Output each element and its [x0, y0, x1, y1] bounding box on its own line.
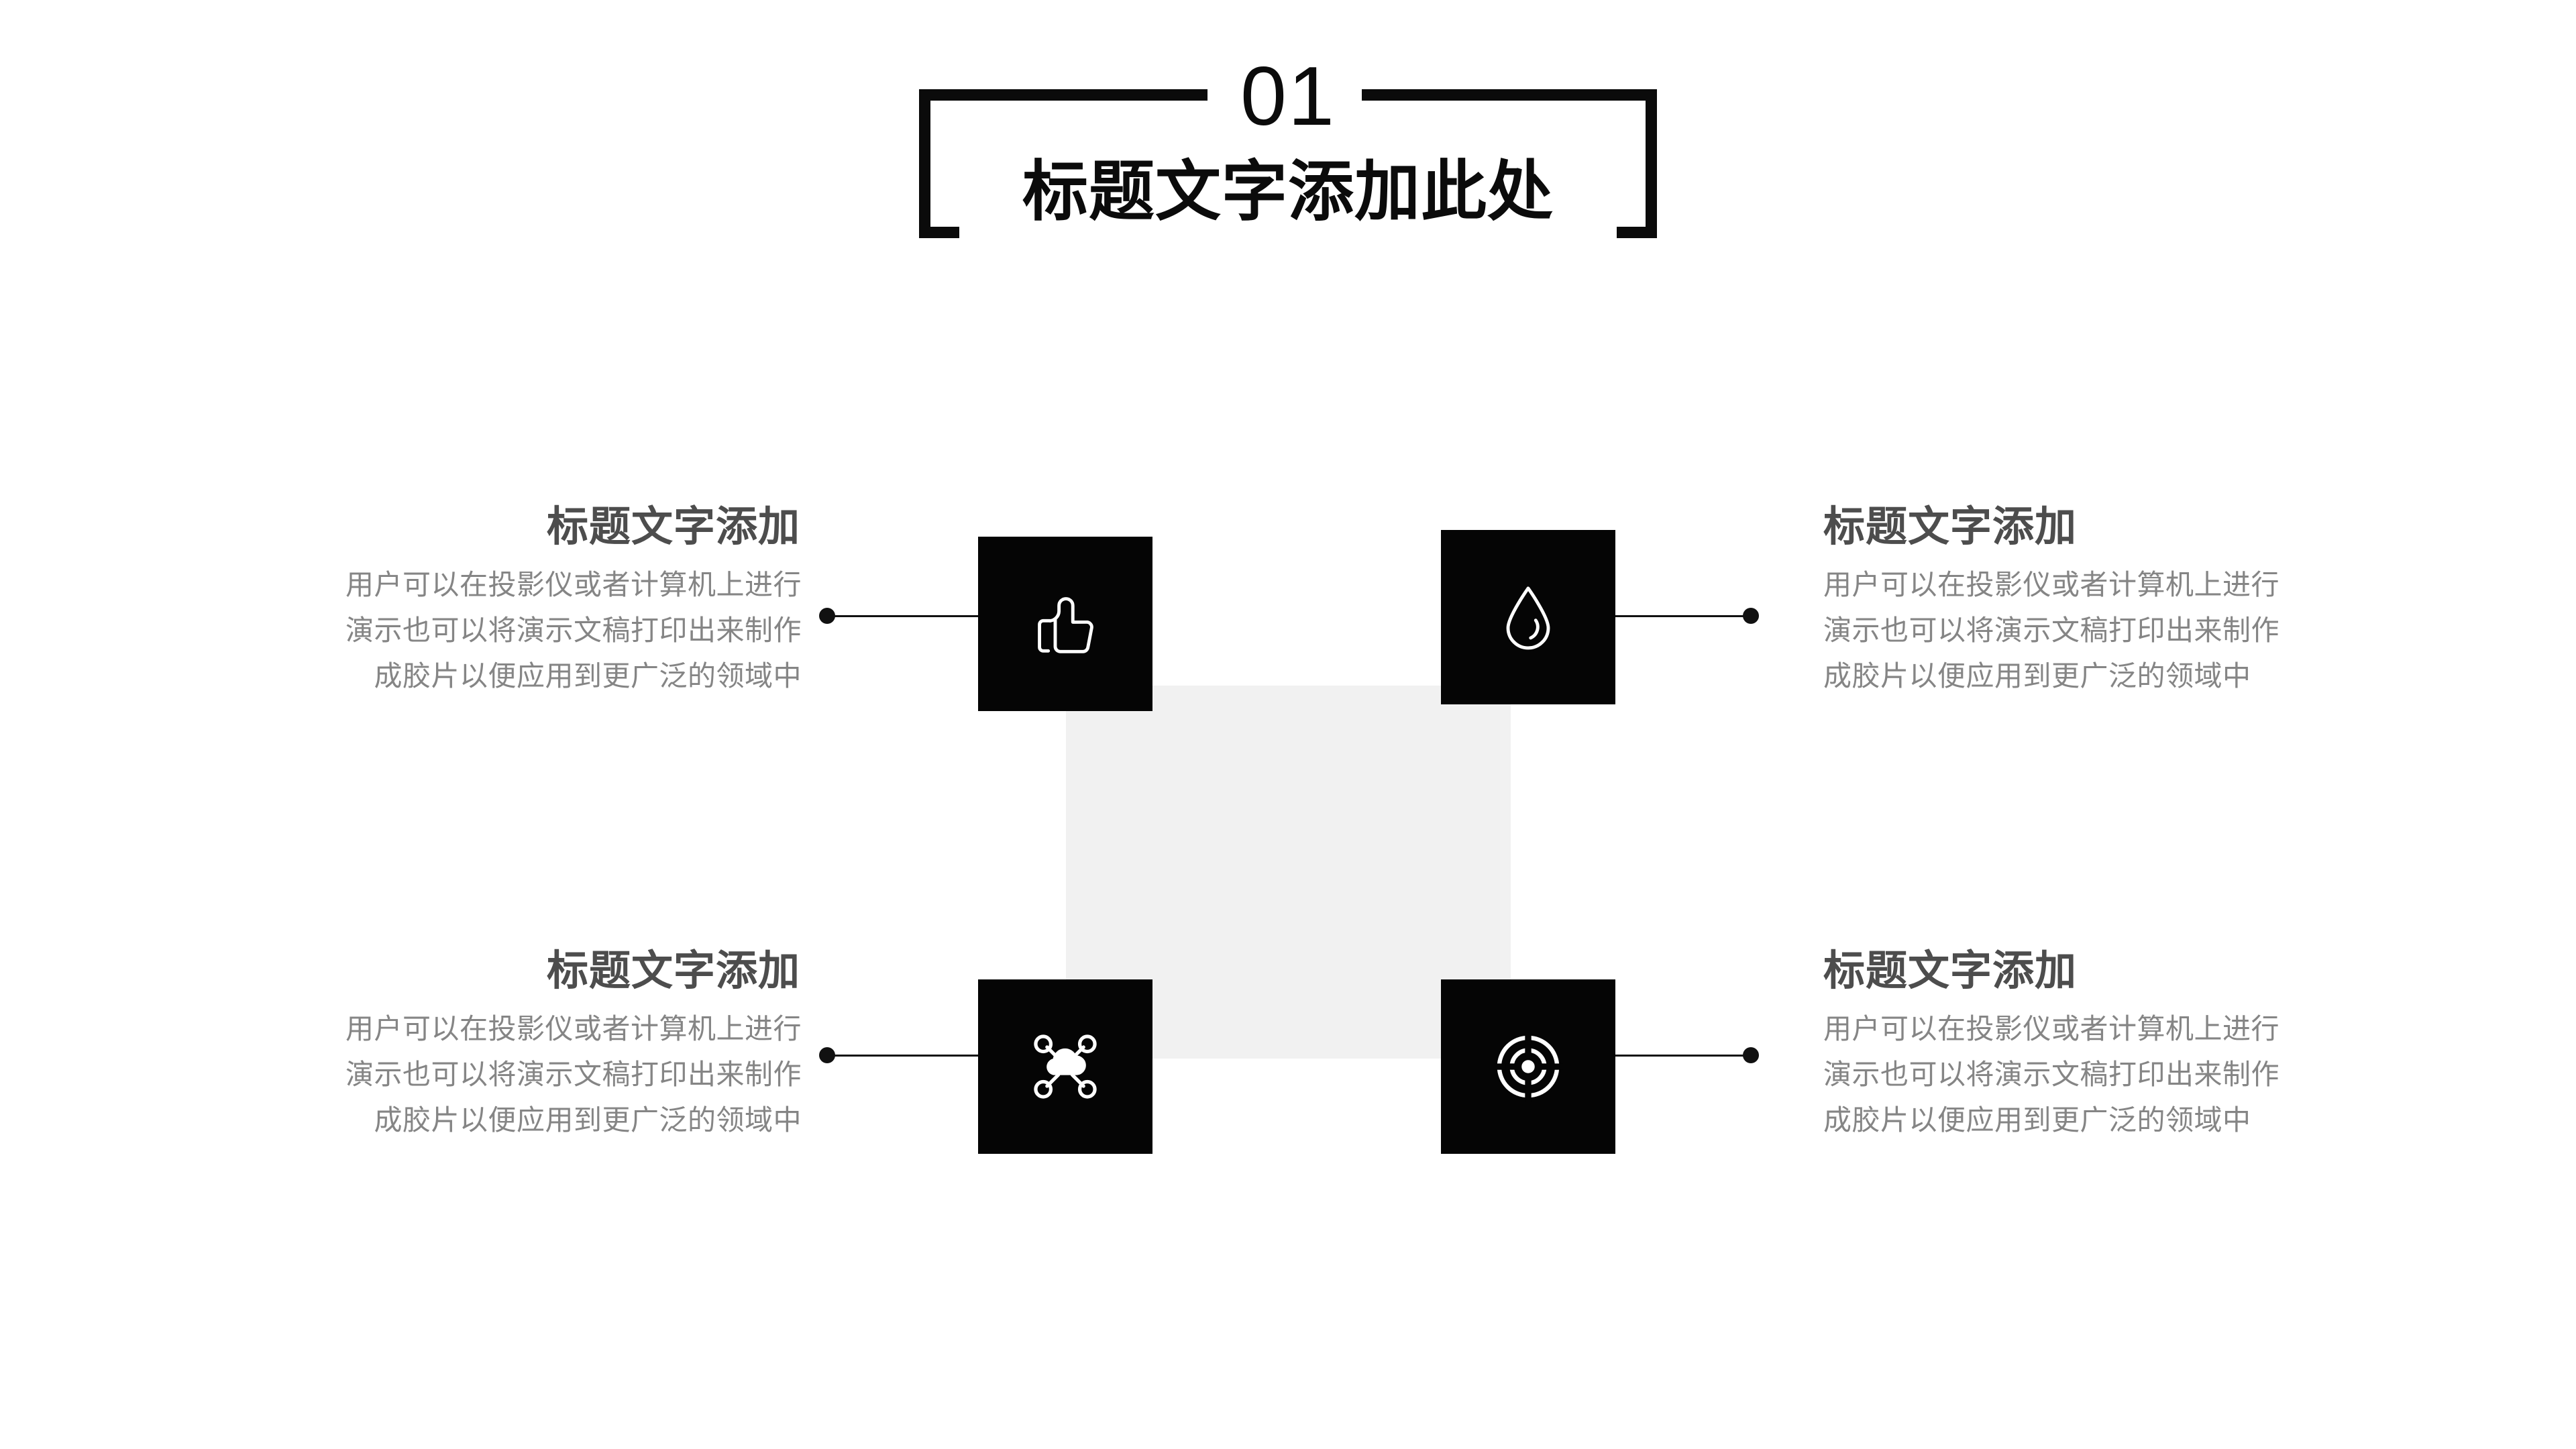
bracket-left-stroke — [919, 89, 930, 238]
thumbs-up-icon — [1025, 584, 1106, 664]
target-crosshair-icon — [1488, 1026, 1568, 1107]
connector-line-bottom-right — [1615, 1055, 1750, 1057]
bracket-top-left-stroke — [919, 89, 1208, 101]
connector-dot-bottom-left — [819, 1047, 835, 1063]
water-drop-icon — [1488, 577, 1568, 657]
icon-tile-top-right[interactable] — [1441, 530, 1615, 704]
feature-text-bottom-left: 标题文字添加 用户可以在投影仪或者计算机上进行演示也可以将演示文稿打印出来制作成… — [332, 946, 802, 1143]
feature-text-top-right: 标题文字添加 用户可以在投影仪或者计算机上进行演示也可以将演示文稿打印出来制作成… — [1823, 502, 2293, 699]
bracket-right-stroke — [1646, 89, 1657, 238]
connector-dot-top-left — [819, 608, 835, 624]
bracket-bottom-right-stroke — [1617, 227, 1657, 238]
feature-heading: 标题文字添加 — [546, 504, 800, 550]
feature-body: 用户可以在投影仪或者计算机上进行演示也可以将演示文稿打印出来制作成胶片以便应用到… — [345, 569, 802, 692]
icon-tile-bottom-right[interactable] — [1441, 979, 1615, 1154]
feature-heading: 标题文字添加 — [1823, 948, 2078, 994]
cloud-network-icon — [1025, 1026, 1106, 1107]
feature-heading: 标题文字添加 — [546, 948, 800, 994]
icon-tile-bottom-left[interactable] — [978, 979, 1152, 1154]
feature-body: 用户可以在投影仪或者计算机上进行演示也可以将演示文稿打印出来制作成胶片以便应用到… — [1823, 569, 2280, 692]
bracket-top-right-stroke — [1362, 89, 1657, 101]
icon-tile-top-left[interactable] — [978, 537, 1152, 711]
feature-text-top-left: 标题文字添加 用户可以在投影仪或者计算机上进行演示也可以将演示文稿打印出来制作成… — [332, 502, 802, 699]
feature-text-bottom-right: 标题文字添加 用户可以在投影仪或者计算机上进行演示也可以将演示文稿打印出来制作成… — [1823, 946, 2293, 1143]
connector-line-top-right — [1615, 615, 1750, 617]
connector-dot-bottom-right — [1743, 1047, 1759, 1063]
bracket-bottom-left-stroke — [919, 227, 959, 238]
connector-line-bottom-left — [832, 1055, 979, 1057]
feature-heading: 标题文字添加 — [1823, 504, 2078, 550]
connector-dot-top-right — [1743, 608, 1759, 624]
feature-body: 用户可以在投影仪或者计算机上进行演示也可以将演示文稿打印出来制作成胶片以便应用到… — [345, 1013, 802, 1136]
page-title: 标题文字添加此处 — [1022, 154, 1554, 228]
section-number: 01 — [1240, 50, 1336, 143]
slide-title-block: 01 标题文字添加此处 — [919, 53, 1657, 258]
feature-body: 用户可以在投影仪或者计算机上进行演示也可以将演示文稿打印出来制作成胶片以便应用到… — [1823, 1013, 2280, 1136]
connector-line-top-left — [832, 615, 979, 617]
